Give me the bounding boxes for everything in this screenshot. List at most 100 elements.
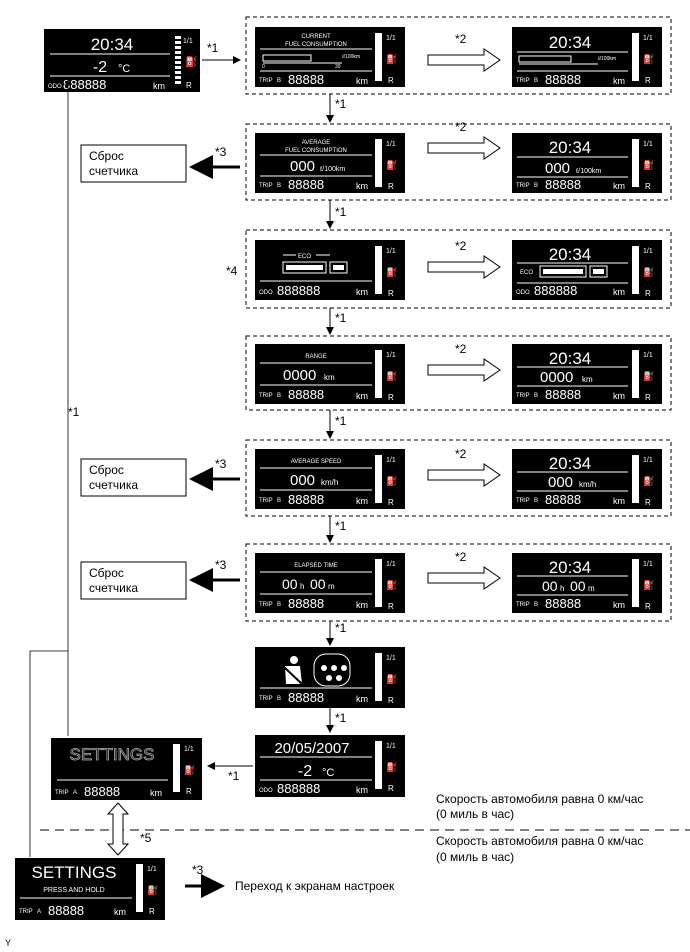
- screen-range-right: 20:34 0000 km TRIP B 88888 km 1/1 ⛽ R: [512, 344, 662, 404]
- svg-text:88888: 88888: [84, 784, 120, 799]
- svg-text:TRIP: TRIP: [259, 602, 273, 608]
- svg-text:ℓ/100km: ℓ/100km: [319, 166, 345, 173]
- svg-text:88888: 88888: [288, 177, 324, 192]
- svg-text:R: R: [645, 498, 651, 507]
- screen-current-fc-right: 20:34 ℓ/100km TRIP B 88888 km 1/1 ⛽ R: [512, 27, 662, 87]
- svg-text:km/h: km/h: [321, 478, 338, 487]
- svg-text:*2: *2: [455, 447, 467, 461]
- svg-text:1/1: 1/1: [386, 352, 396, 359]
- svg-text:km: km: [356, 391, 368, 401]
- svg-text:*2: *2: [455, 120, 467, 134]
- svg-text:88888: 88888: [288, 387, 324, 402]
- svg-text:TRIP: TRIP: [516, 498, 530, 504]
- svg-text:88888: 88888: [545, 177, 581, 192]
- hollow-arrow-4: [427, 358, 501, 382]
- hollow-arrow-3: [427, 255, 501, 279]
- fuel-pump-icon: ⛽: [643, 579, 654, 590]
- svg-text:(0 миль в час): (0 миль в час): [436, 807, 514, 821]
- svg-text:00: 00: [570, 578, 586, 594]
- odo-unit: km: [153, 81, 165, 91]
- group-average-fc: [245, 123, 672, 201]
- fuel-pump-icon: ⛽: [185, 55, 197, 68]
- svg-text:1/1: 1/1: [643, 248, 653, 255]
- svg-text:B: B: [277, 696, 281, 702]
- svg-text:1/1: 1/1: [386, 141, 396, 148]
- svg-text:88888: 88888: [288, 596, 324, 611]
- hollow-arrow-5: [427, 463, 501, 487]
- svg-text:*1: *1: [335, 519, 347, 533]
- fuel-pump-icon: ⛽: [386, 159, 397, 170]
- svg-text:ELAPSED TIME: ELAPSED TIME: [294, 563, 338, 569]
- svg-text:R: R: [149, 907, 155, 916]
- seatbelt-person-icon: [290, 656, 298, 664]
- odo-value: 888888: [63, 77, 106, 92]
- svg-text:FUEL CONSUMPTION: FUEL CONSUMPTION: [285, 42, 347, 48]
- svg-text:*1: *1: [68, 405, 80, 419]
- svg-text:*2: *2: [455, 342, 467, 356]
- feedback-line-lower: [29, 650, 68, 857]
- svg-text:*1: *1: [335, 97, 347, 111]
- svg-text:TRIP: TRIP: [55, 790, 69, 796]
- svg-text:00: 00: [282, 576, 298, 592]
- screen-settings-inactive: SETTINGS TRIP A 88888 km 1/1 ⛽ R: [51, 738, 202, 800]
- svg-text:km: km: [356, 496, 368, 506]
- label-star4: *4: [226, 264, 238, 278]
- svg-text:AVERAGE SPEED: AVERAGE SPEED: [291, 459, 342, 465]
- reset-box-2: [80, 458, 187, 497]
- svg-text:TRIP: TRIP: [516, 393, 530, 399]
- clock-text: 20:34: [91, 35, 134, 54]
- svg-text:km: km: [613, 181, 625, 191]
- svg-text:B: B: [534, 393, 538, 399]
- svg-text:1/1: 1/1: [643, 561, 653, 568]
- svg-text:PRESS AND HOLD: PRESS AND HOLD: [43, 887, 104, 894]
- svg-text:000: 000: [290, 472, 315, 489]
- svg-text:°C: °C: [322, 767, 334, 779]
- svg-text:0: 0: [262, 64, 265, 70]
- svg-text:*2: *2: [455, 550, 467, 564]
- svg-text:CURRENT: CURRENT: [301, 34, 331, 40]
- svg-text:ℓ/100km: ℓ/100km: [575, 168, 601, 175]
- svg-text:20/05/2007: 20/05/2007: [274, 740, 349, 757]
- svg-text:km/h: km/h: [579, 480, 596, 489]
- screen-settings-active: SETTINGS PRESS AND HOLD TRIP A 88888 km …: [15, 858, 165, 920]
- svg-text:*5: *5: [140, 831, 152, 845]
- svg-text:Сброс: Сброс: [89, 149, 124, 163]
- svg-text:00: 00: [310, 576, 326, 592]
- svg-text:1/1: 1/1: [386, 743, 396, 750]
- fuel-pump-icon: ⛽: [147, 884, 158, 895]
- svg-text:20:34: 20:34: [549, 33, 592, 52]
- screen-elapsed-left: ELAPSED TIME 00 h 00 m TRIP B 88888 km 1…: [255, 553, 405, 613]
- fuel-pump-icon: ⛽: [386, 579, 397, 590]
- svg-text:88888: 88888: [545, 492, 581, 507]
- screen-avg-speed-left: AVERAGE SPEED 000 km/h TRIP B 88888 km 1…: [255, 449, 405, 509]
- svg-text:-2: -2: [298, 763, 312, 780]
- svg-text:TRIP: TRIP: [516, 183, 530, 189]
- fuel-pump-icon: ⛽: [643, 370, 654, 381]
- svg-text:km: km: [114, 907, 126, 917]
- svg-text:FUEL CONSUMPTION: FUEL CONSUMPTION: [285, 148, 347, 154]
- screen-current-fc-left: CURRENT FUEL CONSUMPTION ℓ/100km 0 30 TR…: [255, 27, 405, 87]
- svg-text:km: km: [356, 694, 368, 704]
- screen-warning: TRIP B 88888 km 1/1 ⛽ R: [255, 647, 405, 708]
- svg-text:h: h: [300, 582, 304, 591]
- fuel-full-label: 1/1: [183, 38, 193, 45]
- svg-text:R: R: [388, 76, 394, 85]
- svg-text:88888: 88888: [288, 690, 324, 705]
- svg-text:km: km: [613, 287, 625, 297]
- svg-text:*3: *3: [192, 863, 204, 877]
- fuel-pump-icon: ⛽: [386, 53, 397, 64]
- svg-text:88888: 88888: [48, 903, 84, 918]
- svg-text:B: B: [534, 183, 538, 189]
- car-top-view-icon: [313, 653, 351, 687]
- svg-text:*1: *1: [335, 621, 347, 635]
- reset-box-3: [80, 561, 187, 600]
- svg-text:Скорость автомобиля равна 0 км: Скорость автомобиля равна 0 км/час: [436, 834, 643, 848]
- svg-text:0000: 0000: [540, 369, 573, 386]
- svg-text:B: B: [277, 78, 281, 84]
- svg-text:km: km: [582, 375, 593, 384]
- svg-text:1/1: 1/1: [643, 141, 653, 148]
- svg-text:00: 00: [542, 578, 558, 594]
- svg-text:30: 30: [335, 64, 341, 70]
- reset-box-1: [80, 144, 187, 183]
- hollow-arrow-6: [427, 566, 501, 590]
